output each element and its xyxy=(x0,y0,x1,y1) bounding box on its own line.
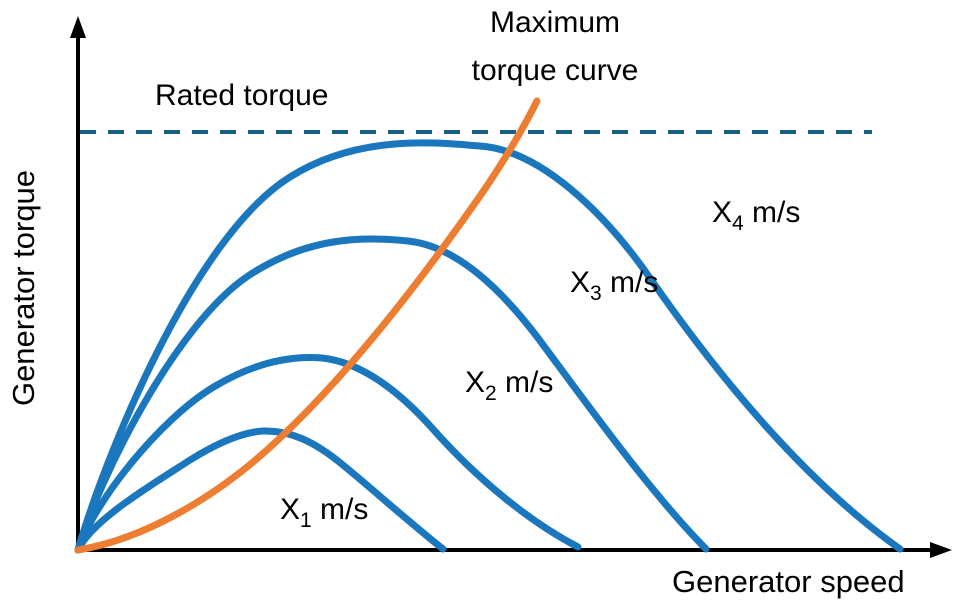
max-torque-label-line2: torque curve xyxy=(472,54,639,87)
max-torque-curve xyxy=(74,97,541,554)
series-label-x4-unit: m/s xyxy=(744,196,801,229)
y-axis-title: Generator torque xyxy=(6,170,41,406)
series-label-x1-unit: m/s xyxy=(312,493,369,526)
series-label-x3-base: X xyxy=(570,266,590,299)
x-axis-title: Generator speed xyxy=(672,564,905,599)
series-label-x1: X1 m/s xyxy=(280,493,368,532)
x-axis xyxy=(78,542,952,558)
max-torque-label-line1: Maximum xyxy=(490,6,620,39)
series-label-x2-unit: m/s xyxy=(497,366,554,399)
curve-x3 xyxy=(74,235,710,554)
series-label-x2: X2 m/s xyxy=(465,366,553,405)
series-label-x2-sub: 2 xyxy=(485,382,497,405)
curve-x2 xyxy=(74,354,582,554)
curve-x4 xyxy=(74,139,904,554)
rated-torque-label: Rated torque xyxy=(155,79,328,112)
series-label-x4: X4 m/s xyxy=(712,196,800,235)
series-label-x2-base: X xyxy=(465,366,485,399)
series-label-x4-base: X xyxy=(712,196,732,229)
series-label-x1-base: X xyxy=(280,493,300,526)
series-label-x3: X3 m/s xyxy=(570,266,658,305)
y-axis-arrowhead xyxy=(70,16,86,38)
x-axis-arrowhead xyxy=(930,542,952,558)
y-axis xyxy=(70,16,86,550)
series-label-x3-sub: 3 xyxy=(590,282,602,305)
series-label-x1-sub: 1 xyxy=(300,509,312,532)
curve-x1 xyxy=(74,427,447,554)
series-label-x3-unit: m/s xyxy=(602,266,659,299)
series-label-x4-sub: 4 xyxy=(732,212,744,235)
